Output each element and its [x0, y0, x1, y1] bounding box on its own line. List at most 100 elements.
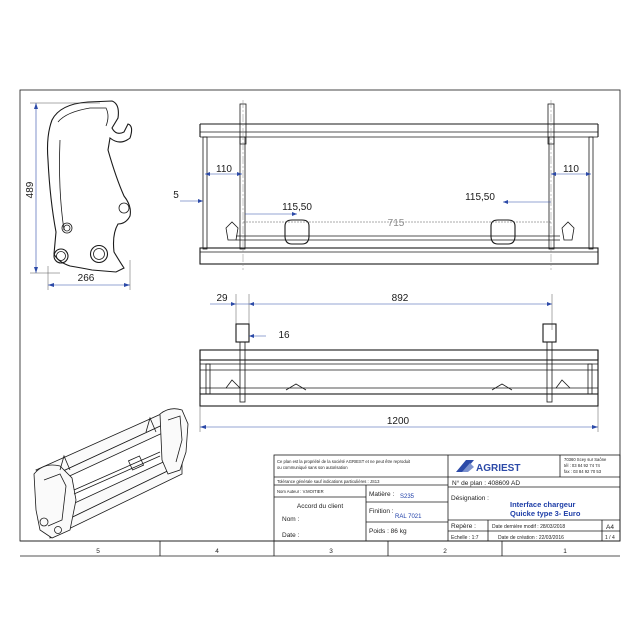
- arrow: [551, 172, 556, 176]
- front-latch-right: [491, 383, 513, 391]
- sheet-number: 1 / 4: [605, 535, 615, 541]
- tolerance-note: Tolérance générale sauf indications part…: [277, 479, 380, 484]
- client-name-label: Nom :: [282, 516, 300, 523]
- bottom-beam: [199, 247, 599, 265]
- left-inner-plate: [239, 136, 246, 250]
- front-side-plate: [587, 363, 593, 395]
- zone-label: 5: [96, 548, 100, 555]
- arrow: [237, 172, 242, 176]
- dim-front-plate: 16: [278, 330, 290, 341]
- arrow: [200, 425, 206, 429]
- arrow: [34, 103, 38, 109]
- dim-top-pin-right: 115,50: [465, 192, 495, 203]
- material-value: S235: [400, 494, 415, 500]
- client-agreement-label: Accord du client: [297, 503, 343, 510]
- iso-rod: [73, 451, 161, 491]
- dim-top-inner-left: 110: [216, 164, 232, 175]
- company-address: 70360 Scey sur Saône: [564, 457, 607, 462]
- iso-latch: [127, 455, 145, 471]
- side-hole-upper: [118, 202, 130, 214]
- iso-right-plate: [159, 408, 189, 475]
- side-plate-inner-edge: [59, 139, 65, 231]
- zone-label: 2: [443, 548, 447, 555]
- finish-value: RAL 7021: [395, 514, 422, 520]
- arrow: [249, 334, 254, 338]
- weight-value: Poids : 86 kg: [369, 528, 407, 535]
- side-plate-inner-edge: [57, 107, 109, 127]
- side-pin-left-inner: [56, 251, 66, 261]
- dim-front-offset: 29: [216, 293, 228, 304]
- iso-left-plate: [33, 464, 77, 539]
- side-pin-right-inner: [93, 248, 105, 260]
- side-pin-left: [53, 248, 69, 264]
- front-latch-left: [285, 383, 307, 391]
- front-lock-left: [225, 379, 241, 389]
- left-latch-ring: [284, 219, 310, 245]
- material-label: Matière :: [369, 491, 394, 498]
- iso-post: [59, 454, 71, 471]
- arrow: [124, 283, 130, 287]
- arrow: [231, 302, 236, 306]
- zone-label: 3: [329, 548, 333, 555]
- title-block: Ce plan est la propriété de la société A…: [273, 454, 621, 542]
- arrow: [503, 200, 508, 204]
- top-view: 110 110 5 115,50 115,50 715: [173, 100, 599, 270]
- dim-top-pin-left: 115,50: [282, 202, 312, 213]
- agriest-logo: AGRIEST: [476, 463, 520, 474]
- right-lock-handle: [561, 221, 575, 241]
- finish-label: Finition :: [369, 508, 394, 515]
- arrow: [198, 199, 203, 203]
- copyright-line: ou communiqué sans son autorisation: [277, 465, 348, 470]
- front-bottom-beam: [199, 393, 599, 407]
- designation-line: Quicke type 3- Euro: [510, 509, 581, 518]
- left-lock-handle: [225, 221, 239, 241]
- agriest-logo-mark: [456, 460, 474, 472]
- dim-top-thickness: 5: [173, 190, 179, 201]
- dim-front-span: 892: [392, 293, 409, 304]
- side-plate-outline: [46, 100, 133, 273]
- right-outer-plate: [588, 136, 594, 250]
- sheet-format: A4: [606, 524, 614, 531]
- right-latch-ring: [490, 219, 516, 245]
- left-post: [239, 341, 246, 403]
- front-side-plate: [205, 363, 211, 395]
- left-post-head: [235, 323, 250, 343]
- isometric-view: [33, 408, 189, 539]
- iso-left-plate-inner: [43, 473, 67, 527]
- zone-label: 4: [215, 548, 219, 555]
- iso-post: [145, 416, 157, 433]
- arrow: [292, 212, 297, 216]
- designation-line: Interface chargeur: [510, 500, 576, 509]
- side-view: 489 266: [25, 100, 133, 290]
- dim-top-span: 715: [388, 218, 405, 229]
- right-inner-plate: [548, 136, 555, 250]
- dim-front-total: 1200: [387, 416, 410, 427]
- drawing-scale: Echelle : 1:7: [451, 535, 479, 541]
- dim-top-inner-right: 110: [563, 164, 579, 175]
- arrow: [586, 172, 591, 176]
- author-name: Nom Auteur : V.MOITIER: [277, 489, 324, 494]
- designation-label: Désignation :: [451, 495, 489, 502]
- side-pin-right: [89, 244, 109, 264]
- front-top-bar: [199, 349, 599, 361]
- iso-rod: [73, 455, 161, 495]
- dim-side-width: 266: [78, 273, 95, 284]
- company-phone: tél : 03 84 92 74 74: [564, 463, 601, 468]
- left-outer-plate: [202, 136, 208, 250]
- client-date-label: Date :: [282, 532, 300, 539]
- arrow: [205, 172, 210, 176]
- copyright-line: Ce plan est la propriété de la société A…: [277, 459, 411, 464]
- front-view: 29 892 16 1200: [199, 293, 599, 432]
- arrow: [48, 283, 54, 287]
- right-post: [546, 341, 553, 403]
- agriest-logo-mark: [462, 463, 474, 472]
- zone-label: 1: [563, 548, 567, 555]
- front-lock-right: [555, 379, 571, 389]
- creation-date: Date de création : 22/03/2016: [498, 535, 564, 541]
- iso-pin: [39, 517, 49, 527]
- iso-right-plate-inner: [167, 415, 183, 463]
- side-hole-small-inner: [63, 224, 71, 232]
- last-modified-date: Date dernière modif : 28/03/2018: [492, 524, 565, 530]
